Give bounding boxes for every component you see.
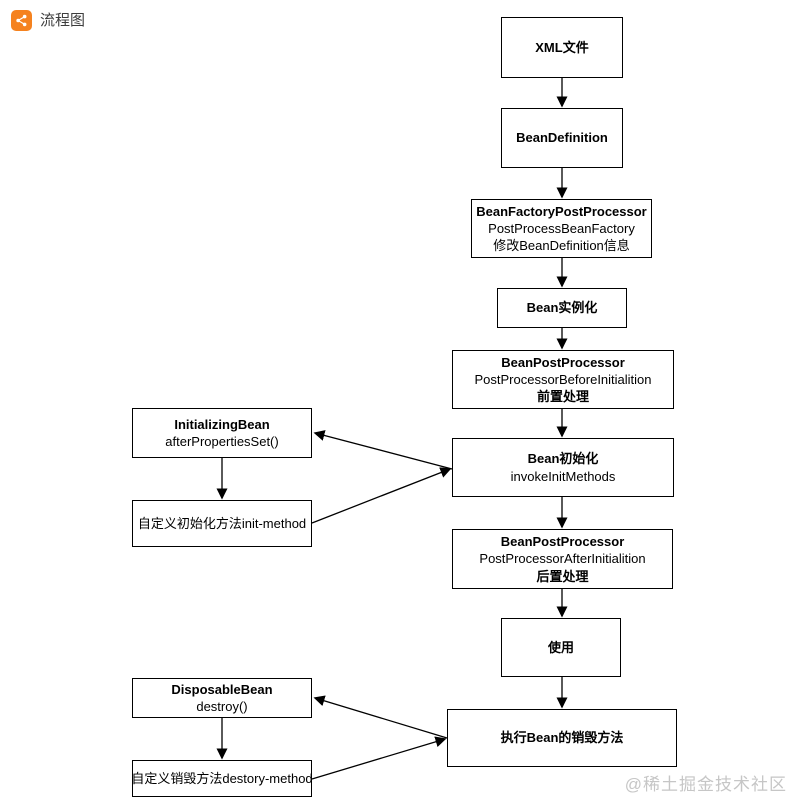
node-label: 自定义销毁方法destory-method <box>131 770 313 786</box>
node-label: DisposableBean <box>171 681 273 697</box>
node-bean-post-processor-after: BeanPostProcessor PostProcessorAfterInit… <box>452 529 673 589</box>
share-flow-icon <box>11 10 32 31</box>
node-custom-init-method: 自定义初始化方法init-method <box>132 500 312 547</box>
node-bean-instantiation: Bean实例化 <box>497 288 627 328</box>
node-label: 执行Bean的销毁方法 <box>500 730 624 746</box>
watermark: @稀土掘金技术社区 <box>624 775 787 794</box>
node-sublabel: 修改BeanDefinition信息 <box>493 238 630 254</box>
node-sublabel: destroy() <box>196 699 248 714</box>
node-label: InitializingBean <box>174 416 270 432</box>
edge-destroyexec-to-disposable <box>313 695 448 739</box>
node-xml-file: XML文件 <box>501 17 623 78</box>
node-sublabel: PostProcessorBeforeInitialition <box>474 371 652 387</box>
node-sublabel: PostProcessorAfterInitialition <box>479 551 646 567</box>
diagram-title: 流程图 <box>40 12 86 29</box>
edge-init-to-initializingbean <box>313 430 453 470</box>
node-sublabel: 后置处理 <box>536 568 589 584</box>
node-use: 使用 <box>501 618 621 677</box>
node-execute-bean-destroy: 执行Bean的销毁方法 <box>447 709 677 767</box>
node-initializing-bean: InitializingBean afterPropertiesSet() <box>132 408 312 458</box>
node-label: BeanPostProcessor <box>500 534 625 550</box>
node-bean-factory-post-processor: BeanFactoryPostProcessor PostProcessBean… <box>471 199 652 258</box>
node-label: BeanDefinition <box>516 130 608 146</box>
node-sublabel: afterPropertiesSet() <box>165 434 279 449</box>
node-label: 使用 <box>547 639 574 655</box>
node-label: XML文件 <box>535 39 589 55</box>
node-sublabel: PostProcessBeanFactory <box>488 220 635 236</box>
edge-initmethod-to-init <box>311 467 452 524</box>
node-bean-post-processor-before: BeanPostProcessor PostProcessorBeforeIni… <box>452 350 674 409</box>
node-label: BeanFactoryPostProcessor <box>476 203 647 219</box>
node-label: BeanPostProcessor <box>501 354 625 370</box>
node-sublabel: invokeInitMethods <box>510 468 616 484</box>
node-label: Bean实例化 <box>526 300 598 316</box>
node-bean-definition: BeanDefinition <box>501 108 623 168</box>
node-disposable-bean: DisposableBean destroy() <box>132 678 312 718</box>
node-label: 自定义初始化方法init-method <box>137 515 307 531</box>
edge-destroymethod-to-destroyexec <box>311 736 447 780</box>
node-custom-destroy-method: 自定义销毁方法destory-method <box>131 760 313 797</box>
node-bean-initialization: Bean初始化 invokeInitMethods <box>452 438 674 497</box>
node-sublabel: 前置处理 <box>536 389 589 405</box>
node-label: Bean初始化 <box>527 451 599 467</box>
diagram-header: 流程图 <box>11 10 85 31</box>
